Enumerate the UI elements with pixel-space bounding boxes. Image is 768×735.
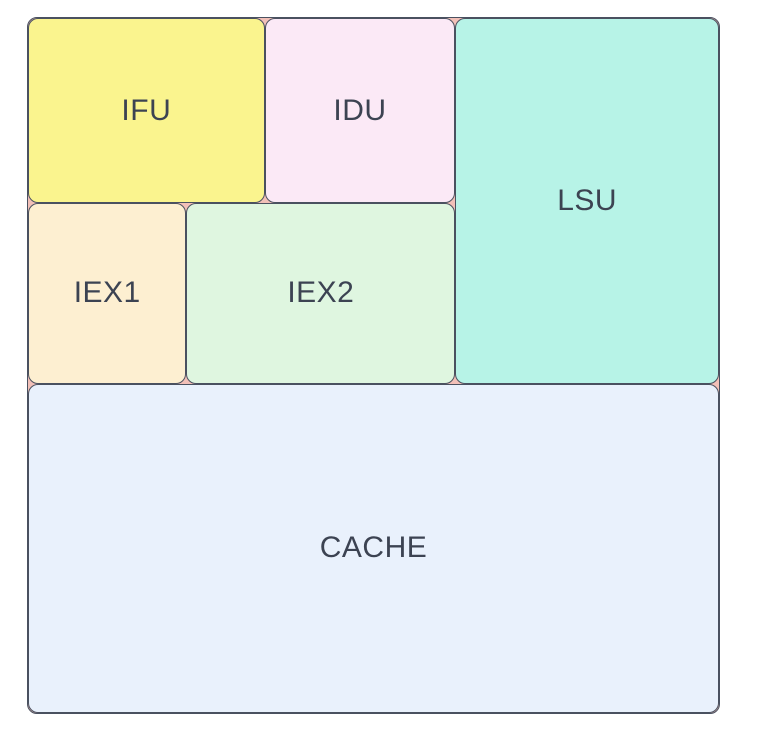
- block-idu-label: IDU: [333, 93, 387, 127]
- block-iex1: IEX1: [28, 203, 187, 384]
- floorplan-board: IFU IDU LSU IEX1 IEX2 CACHE: [27, 17, 720, 714]
- block-ifu-label: IFU: [121, 93, 172, 127]
- block-iex2-label: IEX2: [287, 276, 355, 310]
- block-lsu: LSU: [455, 18, 719, 384]
- block-lsu-label: LSU: [557, 183, 618, 217]
- block-iex1-label: IEX1: [73, 276, 141, 310]
- block-ifu: IFU: [28, 18, 265, 204]
- block-cache-label: CACHE: [319, 531, 428, 565]
- block-cache: CACHE: [28, 383, 719, 713]
- block-idu: IDU: [264, 18, 456, 204]
- block-iex2: IEX2: [186, 203, 456, 384]
